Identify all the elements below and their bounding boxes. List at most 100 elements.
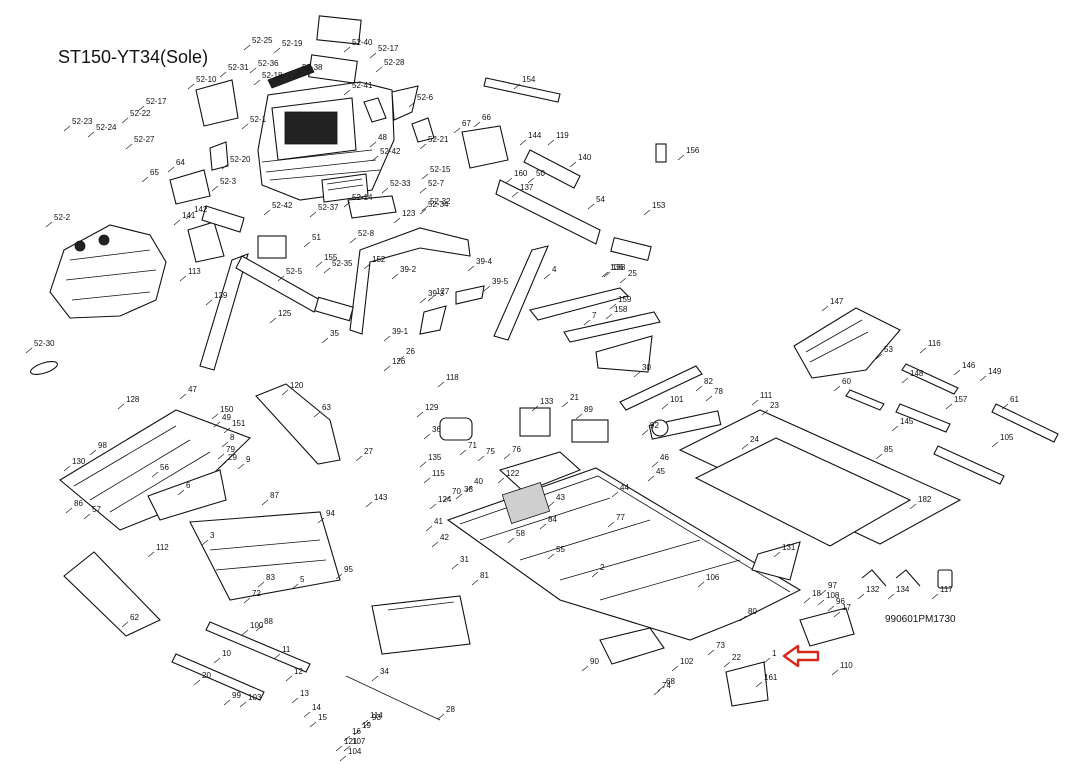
leader-line: [363, 263, 371, 270]
callout-138: 138: [612, 263, 626, 272]
leader-line: [383, 365, 391, 372]
leader-line: [833, 385, 841, 392]
callout-18: 18: [812, 589, 821, 598]
leader-line: [423, 477, 431, 484]
callout-158: 158: [614, 305, 628, 314]
callout-70: 70: [452, 487, 461, 496]
callout-24: 24: [750, 435, 759, 444]
callout-115: 115: [432, 469, 445, 478]
leader-line: [349, 237, 357, 244]
callout-43: 43: [556, 493, 565, 502]
callout-39-2: 39-2: [400, 265, 417, 274]
callout-107: 107: [352, 737, 366, 746]
leader-line: [419, 143, 427, 150]
leader-line: [419, 208, 427, 215]
callout-128: 128: [126, 395, 140, 404]
callout-9: 9: [246, 455, 251, 464]
leader-line: [315, 261, 323, 268]
leader-line: [661, 403, 669, 410]
callout-78: 78: [714, 387, 723, 396]
callout-153: 153: [652, 201, 666, 210]
callout-103: 103: [248, 693, 262, 702]
callout-36: 36: [432, 425, 441, 434]
callout-145: 145: [900, 417, 914, 426]
leader-line: [603, 271, 611, 278]
callout-57: 57: [92, 505, 101, 514]
leader-line: [561, 401, 569, 408]
leader-line: [887, 593, 895, 600]
callout-112: 112: [156, 543, 169, 552]
callout-60: 60: [842, 377, 851, 386]
leader-line: [763, 657, 771, 664]
callout-118: 118: [446, 373, 459, 382]
callout-114: 114: [370, 711, 383, 720]
callout-134: 134: [896, 585, 910, 594]
leader-line: [507, 537, 515, 544]
leader-line: [397, 355, 405, 362]
leader-line: [241, 629, 249, 636]
callout-87: 87: [270, 491, 279, 500]
leader-line: [45, 221, 53, 228]
callout-52-17: 52-17: [378, 44, 399, 53]
leader-line: [249, 67, 257, 74]
leader-line: [293, 71, 301, 78]
callout-55: 55: [556, 545, 565, 554]
callout-29: 29: [228, 453, 237, 462]
console-assembly: [195, 15, 435, 259]
leader-line: [543, 273, 551, 280]
callout-52-42: 52-42: [380, 147, 401, 156]
leader-line: [125, 143, 133, 150]
leader-line: [291, 583, 299, 590]
leader-line: [141, 176, 149, 183]
callout-63: 63: [322, 403, 331, 412]
leader-line: [303, 711, 311, 718]
leader-line: [569, 161, 577, 168]
callout-82: 82: [704, 377, 713, 386]
callout-149: 149: [988, 367, 1002, 376]
callout-139: 139: [214, 291, 228, 300]
callout-52-1: 52-1: [250, 115, 267, 124]
callout-135: 135: [428, 453, 442, 462]
leader-line: [891, 425, 899, 432]
leader-line: [63, 465, 71, 472]
leader-line: [677, 154, 685, 161]
leader-line: [547, 139, 555, 146]
leader-line: [991, 441, 999, 448]
callout-52-19: 52-19: [282, 39, 303, 48]
leader-line: [243, 44, 251, 51]
leader-line: [611, 491, 619, 498]
leader-line: [519, 139, 527, 146]
leader-line: [137, 105, 145, 112]
leader-line: [739, 615, 747, 622]
callout-85: 85: [884, 445, 893, 454]
leader-line: [833, 611, 841, 618]
callout-127: 127: [436, 287, 450, 296]
leader-line: [303, 241, 311, 248]
leader-line: [821, 305, 829, 312]
callout-137: 137: [520, 183, 534, 192]
leader-line: [211, 413, 219, 420]
leader-line: [901, 377, 909, 384]
leader-line: [425, 525, 433, 532]
callout-27: 27: [364, 447, 373, 456]
callout-154: 154: [522, 75, 536, 84]
callout-147: 147: [830, 297, 844, 306]
callout-3: 3: [210, 531, 215, 540]
callout-66: 66: [482, 113, 491, 122]
callout-129: 129: [425, 403, 439, 412]
callout-99: 99: [232, 691, 241, 700]
leader-line: [651, 461, 659, 468]
callout-51: 51: [312, 233, 321, 242]
callout-23: 23: [770, 401, 779, 410]
leader-line: [219, 71, 227, 78]
leader-line: [587, 203, 595, 210]
leader-line: [361, 719, 369, 726]
highlight-arrow: [782, 644, 820, 668]
leader-line: [167, 166, 175, 173]
leader-line: [369, 52, 377, 59]
leader-line: [193, 679, 201, 686]
leader-line: [423, 433, 431, 440]
leader-line: [465, 485, 473, 492]
leader-line: [121, 117, 129, 124]
